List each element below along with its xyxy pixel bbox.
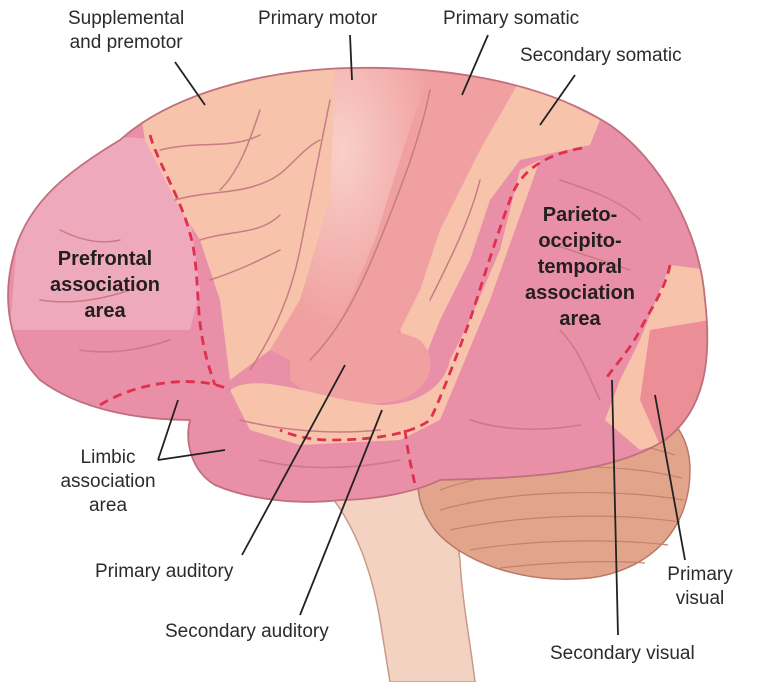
label-line: visual <box>675 588 725 609</box>
label-line: occipito- <box>538 230 622 252</box>
label-line: association <box>49 274 161 296</box>
leader-lines <box>157 34 686 636</box>
label-line: Supplemental <box>68 8 185 29</box>
label-primary-somatic: Primary somatic <box>443 8 580 29</box>
label-line: area <box>88 495 128 516</box>
gyri-lines <box>39 89 641 469</box>
label-supplemental-premotor: Supplemental and premotor <box>68 7 184 55</box>
primary-auditory-region <box>290 329 431 404</box>
label-primary-motor: Primary motor <box>258 8 378 29</box>
primary-somatic-region <box>330 70 520 360</box>
cortex-outline <box>7 66 709 503</box>
label-prefrontal: Prefrontal association area <box>30 246 180 324</box>
label-primary-visual: Primary visual <box>655 563 745 611</box>
label-line: area <box>559 308 601 330</box>
label-parieto-occipito-temporal: Parieto- occipito- temporal association … <box>505 202 655 332</box>
label-line: Parieto- <box>542 204 618 226</box>
label-secondary-auditory: Secondary auditory <box>165 621 329 642</box>
label-primary-auditory: Primary auditory <box>95 561 234 582</box>
label-line: association <box>524 282 636 304</box>
association-boundaries <box>99 134 672 486</box>
label-line: Primary <box>667 564 733 585</box>
secondary-somatic-region <box>400 80 600 370</box>
label-line: Limbic <box>80 447 136 468</box>
label-line: Prefrontal <box>57 248 153 270</box>
label-limbic: Limbic association area <box>58 446 158 518</box>
label-line: temporal <box>537 256 623 278</box>
primary-motor-region <box>270 67 430 360</box>
secondary-auditory-region <box>230 160 540 445</box>
label-secondary-somatic: Secondary somatic <box>520 45 682 66</box>
label-line: association <box>60 471 156 492</box>
label-secondary-visual: Secondary visual <box>550 643 695 664</box>
label-line: and premotor <box>69 32 183 53</box>
label-line: area <box>84 300 126 322</box>
